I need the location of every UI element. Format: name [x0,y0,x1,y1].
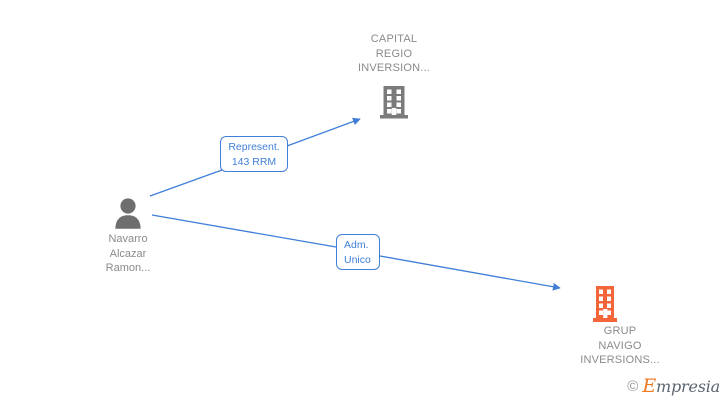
person-icon-navarro-alcazar-ramon[interactable] [111,197,145,234]
edge-adm-unico-arrow [151,214,561,291]
node-label-grup-navigo: GRUP NAVIGO INVERSIONS... [545,324,695,368]
node-label-line: INVERSIONS... [580,354,660,366]
edge-label-line: Adm. [344,239,369,251]
edge-label-represent[interactable]: Represent. 143 RRM [220,136,288,172]
node-label-navarro-alcazar-ramon: Navarro Alcazar Ramon... [68,232,188,276]
edge-label-adm-unico[interactable]: Adm. Unico [336,234,380,270]
node-label-capital-regio: CAPITAL REGIO INVERSION... [334,32,454,76]
node-label-line: Alcazar [109,247,147,260]
edge-label-line: Represent. [228,141,280,153]
empresia-logo-text: Empresia [642,377,720,396]
node-label-line: CAPITAL [370,33,418,45]
copyright-icon: © [627,378,639,395]
edge-represent-arrow [149,117,361,197]
building-icon-capital-regio[interactable] [379,85,409,124]
empresia-watermark: © Empresia [627,377,720,396]
node-label-line: Ramon... [105,262,151,274]
node-label-line: REGIO [375,47,413,60]
empresia-logo-rest: mpresia [656,377,720,396]
edge-label-line: Unico [344,254,371,266]
node-label-line: Navarro [108,233,148,245]
node-label-line: NAVIGO [598,339,642,352]
node-label-line: INVERSION... [357,62,431,74]
edge-label-line: 143 RRM [231,156,277,168]
empresia-logo-initial: E [642,375,656,397]
node-label-line: GRUP [603,325,637,337]
building-icon-grup-navigo[interactable] [592,285,618,328]
